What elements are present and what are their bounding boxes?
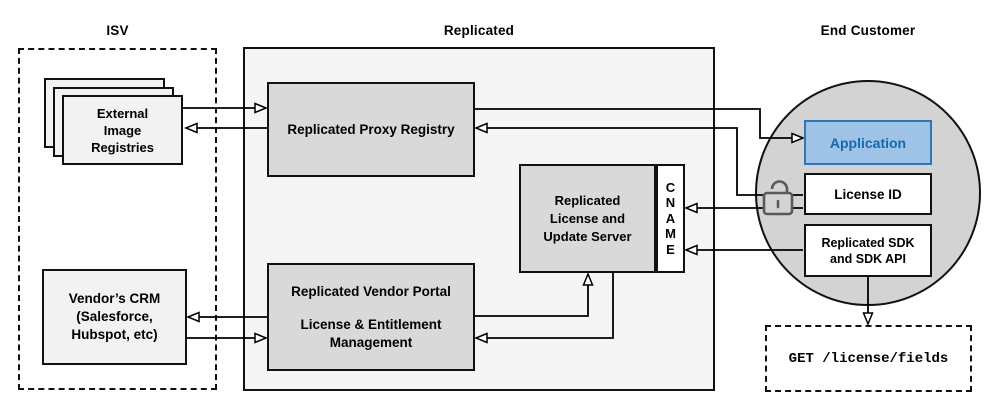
cname-node: CNAME xyxy=(656,164,685,273)
application-label: Application xyxy=(829,134,907,151)
server-label-line3: Update Server xyxy=(543,228,632,244)
vendor-portal-subtitle-line2: Management xyxy=(329,334,413,350)
server-label-line2: License and xyxy=(549,210,626,226)
proxy-registry-label: Replicated Proxy Registry xyxy=(287,122,455,137)
license-id-node: License ID xyxy=(804,173,932,215)
application-node: Application xyxy=(804,120,932,165)
unlocked-padlock-icon xyxy=(762,180,794,216)
sdk-label-line1: Replicated SDK xyxy=(821,235,915,250)
vendor-portal-subtitle-line1: License & Entitlement xyxy=(300,316,442,332)
registries-label-line3: Registries xyxy=(91,139,154,155)
isv-lane-title: ISV xyxy=(106,23,129,38)
api-call-label: GET /license/fields xyxy=(788,350,949,367)
end-customer-lane-title: End Customer xyxy=(820,23,916,38)
arrowhead-into-apicall xyxy=(862,312,874,326)
crm-label-line3: Hubspot, etc) xyxy=(71,327,158,342)
server-label-line1: Replicated xyxy=(554,192,621,208)
vendor-portal-title: Replicated Vendor Portal xyxy=(291,283,451,299)
replicated-sdk-node: Replicated SDK and SDK API xyxy=(804,224,932,277)
cname-label: CNAME xyxy=(665,179,676,257)
license-update-server-node: Replicated License and Update Server xyxy=(519,164,656,273)
external-image-registries-node: External Image Registries xyxy=(62,95,183,165)
sdk-label-line2: and SDK API xyxy=(830,251,906,266)
license-id-label: License ID xyxy=(834,186,902,202)
api-call-node: GET /license/fields xyxy=(765,325,972,392)
vendor-portal-node: Replicated Vendor Portal License & Entit… xyxy=(267,263,475,371)
registries-label-line1: External xyxy=(96,105,149,121)
replicated-proxy-registry-node: Replicated Proxy Registry xyxy=(267,82,475,177)
isv-lane-container xyxy=(18,48,217,390)
crm-label-line1: Vendor’s CRM xyxy=(68,291,161,306)
replicated-lane-title: Replicated xyxy=(443,23,515,38)
registries-label-line2: Image xyxy=(103,122,142,138)
vendor-crm-node: Vendor’s CRM (Salesforce, Hubspot, etc) xyxy=(42,269,187,365)
crm-label-line2: (Salesforce, xyxy=(76,309,153,324)
